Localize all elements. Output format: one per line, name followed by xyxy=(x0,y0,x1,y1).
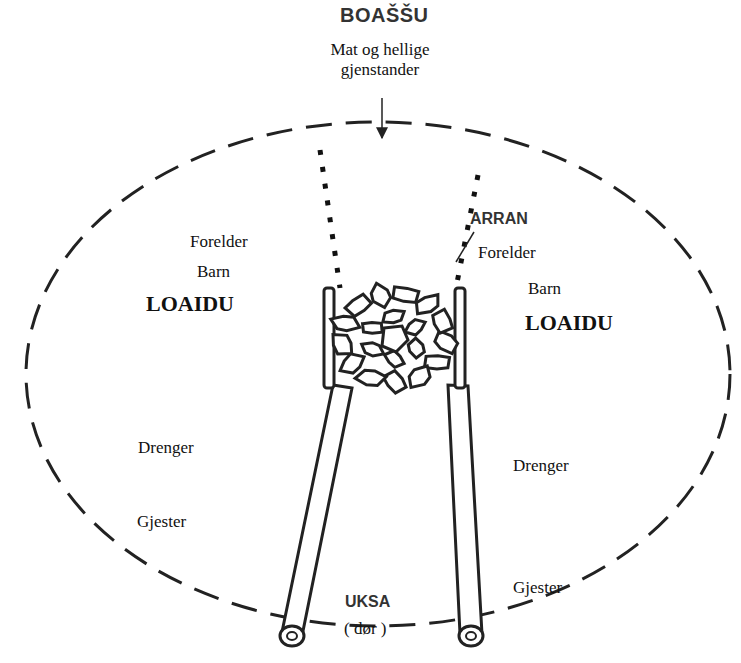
seat-label: Forelder xyxy=(190,232,248,252)
boassu-boundary xyxy=(456,175,478,288)
hearth-stone xyxy=(383,310,404,322)
hearth-stone xyxy=(416,295,437,314)
seat-label: Gjester xyxy=(513,578,562,598)
hearth-stone xyxy=(435,331,458,354)
hearth-stone xyxy=(362,343,384,356)
seat-label: Gjester xyxy=(137,512,186,532)
hearth-stone xyxy=(340,354,364,373)
boassu-boundary xyxy=(320,150,340,288)
hearth-stone xyxy=(409,366,430,388)
area-label: LOAIDU xyxy=(525,310,613,335)
hearth-stone xyxy=(331,316,360,330)
hearth-stone xyxy=(383,371,406,393)
tent-part-label: BOAŠŠU xyxy=(340,4,429,27)
door-translation: ( dør ) xyxy=(344,619,386,639)
hearth-stone xyxy=(363,323,383,334)
leader-line xyxy=(456,232,474,262)
hearth-stone xyxy=(384,351,404,368)
hearth-stone xyxy=(371,283,390,307)
hearth-label: ARRAN xyxy=(470,210,528,228)
door-label: UKSA xyxy=(345,593,390,611)
hearth-stone xyxy=(433,309,453,333)
seat-label: Barn xyxy=(197,262,230,282)
contents-note: Mat og hellige gjenstander xyxy=(300,40,460,79)
seat-label: Forelder xyxy=(478,243,536,263)
hearth-stone xyxy=(382,326,408,352)
door-logs xyxy=(280,385,483,646)
seat-label: Drenger xyxy=(513,456,569,476)
hearth-stone xyxy=(393,287,419,303)
hearth-stone xyxy=(355,370,386,385)
seat-label: Drenger xyxy=(138,438,194,458)
hearth-stone xyxy=(333,335,352,354)
hearth-stones xyxy=(324,283,465,393)
hearth-stone xyxy=(345,294,371,316)
area-label: LOAIDU xyxy=(146,291,234,316)
tent-outline xyxy=(26,122,730,626)
hearth-stone xyxy=(408,338,424,358)
pointer-arrow xyxy=(381,98,383,138)
hearth-stone xyxy=(405,320,425,335)
seat-label: Barn xyxy=(528,279,561,299)
